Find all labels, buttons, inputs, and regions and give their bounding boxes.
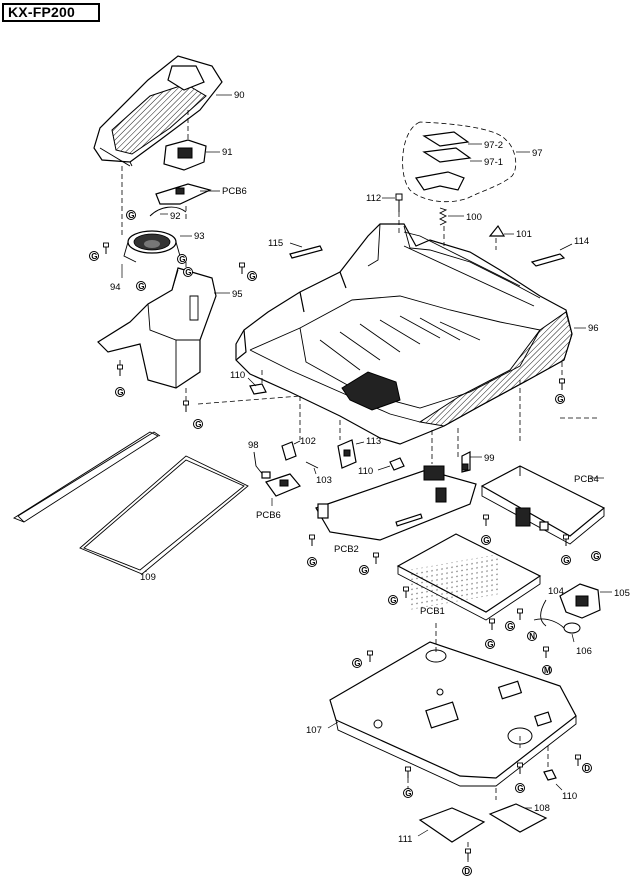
svg-text:D: D bbox=[464, 867, 470, 876]
part-115 bbox=[289, 245, 323, 259]
callout-109: 109 bbox=[140, 572, 156, 583]
svg-text:D: D bbox=[584, 764, 590, 773]
part-113 bbox=[337, 439, 357, 469]
callout-107: 107 bbox=[306, 725, 322, 736]
svg-text:G: G bbox=[138, 282, 144, 291]
part-102 bbox=[281, 441, 297, 461]
callout-110-left: 110 bbox=[230, 370, 245, 381]
callout-91: 91 bbox=[222, 147, 233, 158]
connector-part-105 bbox=[559, 583, 601, 619]
pcb6-upper-board bbox=[155, 183, 212, 205]
main-cabinet-part-96 bbox=[235, 223, 573, 445]
label-part-97-2 bbox=[422, 131, 470, 147]
screw-markers: G G G G G G G G G G G G G G G G G G G G … bbox=[89, 210, 601, 876]
svg-text:G: G bbox=[361, 566, 367, 575]
callout-90: 90 bbox=[234, 90, 245, 101]
callout-113: 113 bbox=[366, 436, 381, 447]
label-part-97-1 bbox=[422, 147, 472, 163]
svg-text:N: N bbox=[529, 632, 535, 641]
screw-part-112 bbox=[395, 193, 403, 212]
svg-text:G: G bbox=[557, 395, 563, 404]
callout-115: 115 bbox=[268, 238, 283, 249]
svg-text:G: G bbox=[507, 622, 513, 631]
cable-part-92 bbox=[149, 206, 187, 217]
svg-text:G: G bbox=[563, 556, 569, 565]
part-111 bbox=[418, 807, 486, 843]
part-114 bbox=[530, 253, 566, 267]
callout-104: 104 bbox=[548, 586, 564, 597]
svg-text:G: G bbox=[179, 255, 185, 264]
pcb1-board bbox=[396, 533, 542, 621]
callout-110-bottom: 110 bbox=[562, 791, 577, 802]
pcb2-board bbox=[315, 465, 477, 541]
callout-93: 93 bbox=[194, 231, 205, 242]
model-number-box: KX-FP200 bbox=[2, 3, 100, 22]
part-110-left bbox=[249, 383, 267, 395]
svg-text:G: G bbox=[249, 272, 255, 281]
part-98 bbox=[253, 451, 271, 479]
svg-text:G: G bbox=[390, 596, 396, 605]
spring-part-100 bbox=[438, 207, 448, 226]
callout-101: 101 bbox=[516, 229, 532, 240]
callout-97-1: 97-1 bbox=[484, 157, 503, 168]
pcb4-board bbox=[480, 465, 606, 545]
callout-95: 95 bbox=[232, 289, 243, 300]
callout-pcb6-top: PCB6 bbox=[222, 186, 247, 197]
callout-110-mid: 110 bbox=[358, 466, 373, 477]
callout-94: 94 bbox=[110, 282, 121, 293]
part-99 bbox=[461, 451, 471, 473]
callout-105: 105 bbox=[614, 588, 630, 599]
part-108 bbox=[488, 803, 548, 833]
callout-100: 100 bbox=[466, 212, 482, 223]
hook-assembly-part-91 bbox=[163, 139, 207, 171]
handset-part-90 bbox=[93, 55, 223, 167]
part-104 bbox=[540, 599, 547, 627]
svg-text:G: G bbox=[91, 252, 97, 261]
callout-112: 112 bbox=[366, 193, 381, 204]
group-outline-97 bbox=[402, 121, 517, 203]
svg-text:M: M bbox=[544, 666, 551, 675]
callout-96: 96 bbox=[588, 323, 599, 334]
callout-pcb1: PCB1 bbox=[420, 606, 445, 617]
svg-text:G: G bbox=[483, 536, 489, 545]
callout-pcb4: PCB4 bbox=[574, 474, 599, 485]
svg-text:G: G bbox=[593, 552, 599, 561]
callout-97-2: 97-2 bbox=[484, 140, 503, 151]
svg-text:G: G bbox=[117, 388, 123, 397]
callout-114: 114 bbox=[574, 236, 589, 247]
part-103 bbox=[305, 461, 319, 469]
callout-106: 106 bbox=[576, 646, 592, 657]
callout-pcb6-bottom: PCB6 bbox=[256, 510, 281, 521]
bracket-part-95 bbox=[97, 267, 217, 389]
svg-text:G: G bbox=[487, 640, 493, 649]
callout-102: 102 bbox=[300, 436, 316, 447]
svg-text:G: G bbox=[195, 420, 201, 429]
callout-98: 98 bbox=[248, 440, 259, 451]
part-110-mid bbox=[389, 457, 405, 471]
speaker-part-93 bbox=[123, 230, 181, 263]
svg-text:G: G bbox=[517, 784, 523, 793]
callout-97: 97 bbox=[532, 148, 543, 159]
callout-99: 99 bbox=[484, 453, 495, 464]
bottom-cover-part-107 bbox=[329, 641, 577, 787]
svg-text:G: G bbox=[354, 659, 360, 668]
part-110-bottom bbox=[543, 769, 557, 781]
svg-text:G: G bbox=[128, 211, 134, 220]
callout-103: 103 bbox=[316, 475, 332, 486]
part-101 bbox=[488, 224, 506, 237]
callout-108: 108 bbox=[534, 803, 550, 814]
callout-pcb2: PCB2 bbox=[334, 544, 359, 555]
callout-111: 111 bbox=[398, 834, 412, 845]
wire-part-109 bbox=[13, 431, 249, 575]
callout-92: 92 bbox=[170, 211, 181, 222]
svg-text:G: G bbox=[309, 558, 315, 567]
lever-part-97 bbox=[414, 171, 465, 191]
svg-text:G: G bbox=[405, 789, 411, 798]
pcb6-lower-board bbox=[265, 473, 301, 497]
ferrite-part-106 bbox=[533, 618, 581, 634]
svg-text:G: G bbox=[185, 268, 191, 277]
